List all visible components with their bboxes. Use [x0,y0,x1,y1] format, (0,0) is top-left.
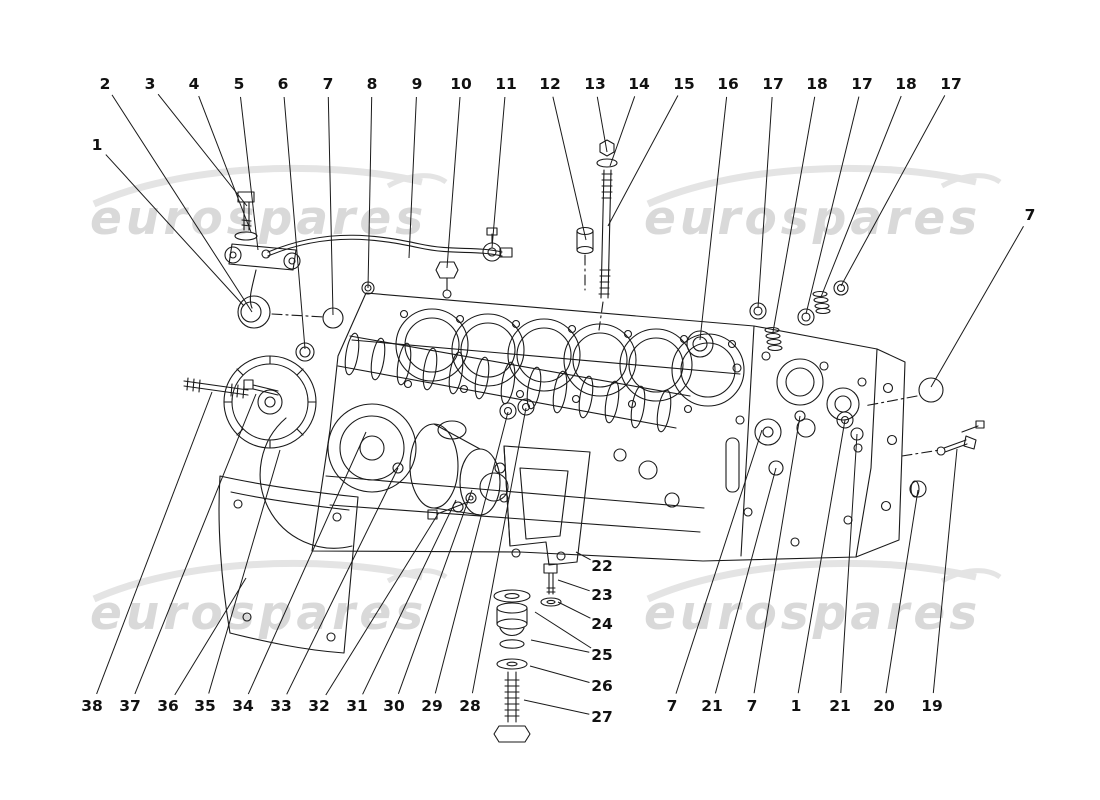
watermark-swoosh [92,559,423,603]
starter-motor [327,403,509,516]
watermark-swoosh-tail [386,173,448,189]
leader-line-7-39 [675,429,763,694]
leader-line-24-24 [557,601,591,619]
watermark-top-left: eurospares [90,164,448,246]
leader-lines [96,93,1024,715]
stud-nut-and-washer [596,139,618,168]
leader-line-30-36 [397,489,473,694]
shield-plate-36 [218,475,359,654]
leader-line-7-21 [930,226,1024,388]
leader-line-4-2 [198,95,252,233]
leader-line-17-17 [805,96,860,315]
engine-mount-stack [493,589,531,743]
front-pulley-disc [223,355,317,449]
leader-line-34-32 [247,431,367,695]
leader-line-38-28 [96,391,213,695]
leader-line-23-23 [557,579,590,592]
leader-line-17-15 [757,96,773,309]
leader-line-22-22 [575,551,591,561]
watermark-swoosh [646,559,977,603]
spacer-sleeve-12 [576,226,594,291]
flywheel-housing-arc [259,417,353,549]
leader-line-18-18 [820,95,902,298]
leader-line-26-26 [529,665,590,683]
watermark-text: eurospares [644,191,981,246]
leader-line-9-7 [408,96,417,259]
plug-20 [909,480,927,498]
leader-line-21-43 [840,433,858,694]
watermark-swoosh [646,164,977,208]
leader-line-10-8 [446,96,461,269]
leader-line-21-40 [714,467,777,694]
cylinder-stud [598,169,613,331]
leader-line-5-3 [240,96,259,251]
leader-line-2-0 [111,94,253,313]
leader-line-3-1 [157,93,248,207]
leader-line-36-30 [174,577,247,696]
leader-line-17-19 [840,95,946,287]
leader-line-16-14 [699,96,728,341]
watermark-text: eurospares [90,586,427,641]
deck-bolt-holes [399,309,737,414]
leader-line-12-10 [552,96,587,241]
watermark-swoosh [92,164,423,208]
leader-line-6-4 [283,96,306,350]
leader-line-20-44 [885,489,919,694]
watermark-bottom-left: eurospares [90,559,448,641]
oil-line [261,234,513,259]
leader-line-31-35 [362,499,457,695]
leader-line-1-20 [105,154,245,307]
leader-line-8-6 [367,96,373,289]
bolt-37 [243,379,279,396]
leader-line-25-25 [534,611,592,649]
leader-line-28-38 [471,407,527,694]
leader-line-14-12 [609,96,636,167]
watermark-top-right: eurospares [644,164,1002,246]
leader-line-11-9 [491,96,506,249]
leader-line-35-31 [208,449,281,694]
bracket-bolt-23-washer-24 [540,563,562,607]
leader-line-32-34 [325,513,439,696]
leader-line-27-27 [523,699,590,715]
orings-and-springs-cluster [749,280,849,352]
washers-28-29 [499,398,535,420]
cylinder-bores [395,308,745,407]
right-end-face [725,348,906,558]
leader-line-19-45 [932,448,958,694]
right-bolts-19 [901,420,985,457]
leader-line-25-25 [530,639,590,653]
watermark-bottom-right: eurospares [644,559,1002,641]
right-oring-7 [863,377,944,407]
leader-line-15-13 [607,95,679,227]
water-pump-flange [224,191,301,309]
watermark-swoosh-tail [940,568,1002,584]
leader-line-33-33 [286,467,399,695]
leader-line-1-42 [797,419,846,694]
leader-line-29-37 [434,411,509,694]
leader-line-7-41 [753,415,801,694]
bearing-rib-band [337,332,691,433]
watermark-text: eurospares [644,586,981,641]
engine-crankcase-drawing [183,139,985,743]
leader-line-18-16 [772,96,816,333]
engine-block-outline [311,292,878,562]
leader-line-37-29 [134,393,257,695]
oil-pressure-sensor [435,261,459,299]
mount-bracket-22 [503,445,591,566]
watermark-swoosh-tail [940,173,1002,189]
leader-line-13-11 [596,96,608,153]
leader-line-7-5 [327,96,334,316]
watermark-text: eurospares [90,191,427,246]
